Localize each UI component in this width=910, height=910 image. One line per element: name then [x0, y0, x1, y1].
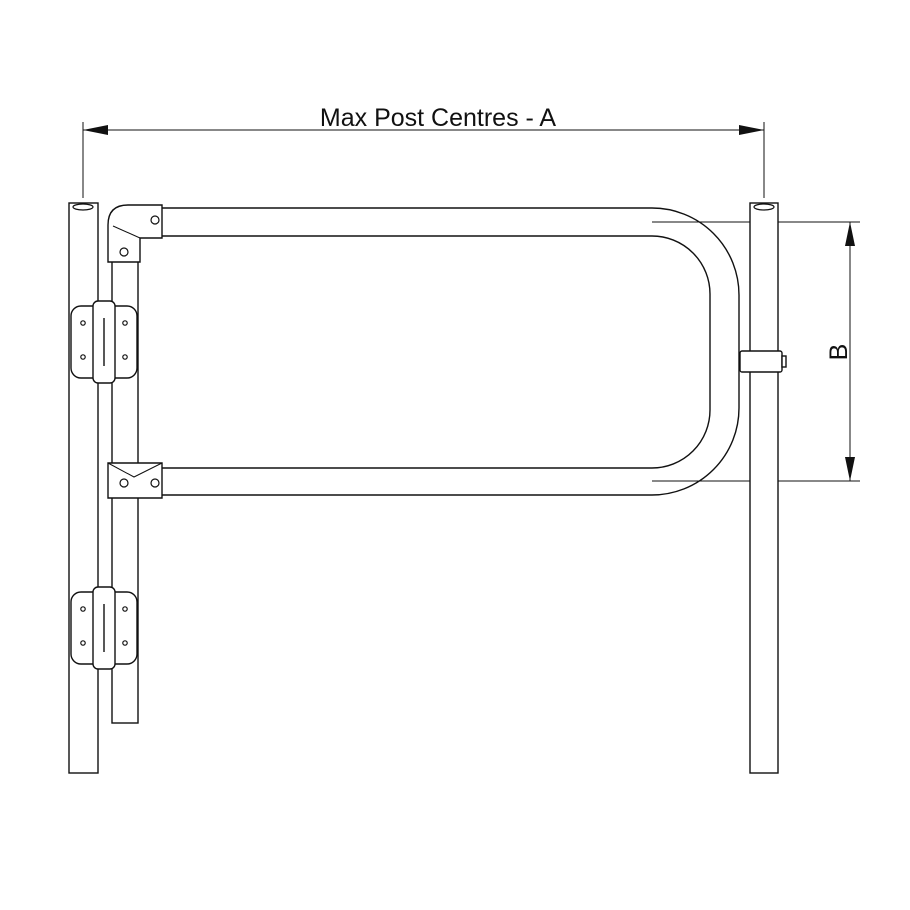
right-post-tube [749, 202, 779, 774]
dimension-a-label: Max Post Centres - A [320, 104, 557, 132]
mid-tee-bolt-2 [150, 478, 160, 488]
dimension-a-arrow-left [83, 125, 108, 135]
top-elbow-bolt-2 [119, 247, 129, 257]
upper-hinge-screw-4 [122, 354, 128, 360]
left-post-cap [72, 203, 94, 211]
lower-hinge-screw-1 [80, 606, 86, 612]
upper-hinge-screw-1 [80, 320, 86, 326]
mid-tee-fitting [107, 462, 163, 499]
gate-stop-clamp-nub [781, 355, 787, 368]
mid-tee-seam [107, 462, 163, 478]
top-elbow-fitting [107, 204, 163, 263]
top-elbow-seam [112, 225, 141, 239]
lower-hinge [70, 586, 138, 670]
gate-rail [162, 207, 740, 496]
left-post [68, 202, 99, 774]
right-post-cap [753, 203, 775, 211]
mid-tee-body [107, 462, 163, 499]
dimension-b-arrow-bottom [845, 457, 855, 481]
right-post [749, 202, 779, 774]
upper-hinge [70, 300, 138, 384]
dimension-a: Max Post Centres - A [82, 104, 765, 198]
lower-hinge-screw-2 [80, 640, 86, 646]
gate-stop-clamp [739, 350, 787, 373]
left-post-tube [68, 202, 99, 774]
gate-rail-inner [162, 235, 711, 469]
top-elbow-bolt-1 [150, 215, 160, 225]
dimension-b-arrow-top [845, 222, 855, 246]
dimension-a-arrow-right [739, 125, 764, 135]
upper-hinge-screw-3 [122, 320, 128, 326]
lower-hinge-screw-4 [122, 640, 128, 646]
mid-tee-bolt-1 [119, 478, 129, 488]
gate-stop-clamp-body [739, 350, 783, 373]
gate-rail-outer [162, 207, 740, 496]
lower-hinge-screw-3 [122, 606, 128, 612]
top-elbow-body [107, 204, 163, 263]
upper-hinge-screw-2 [80, 354, 86, 360]
dimension-b-label: B [825, 344, 853, 361]
